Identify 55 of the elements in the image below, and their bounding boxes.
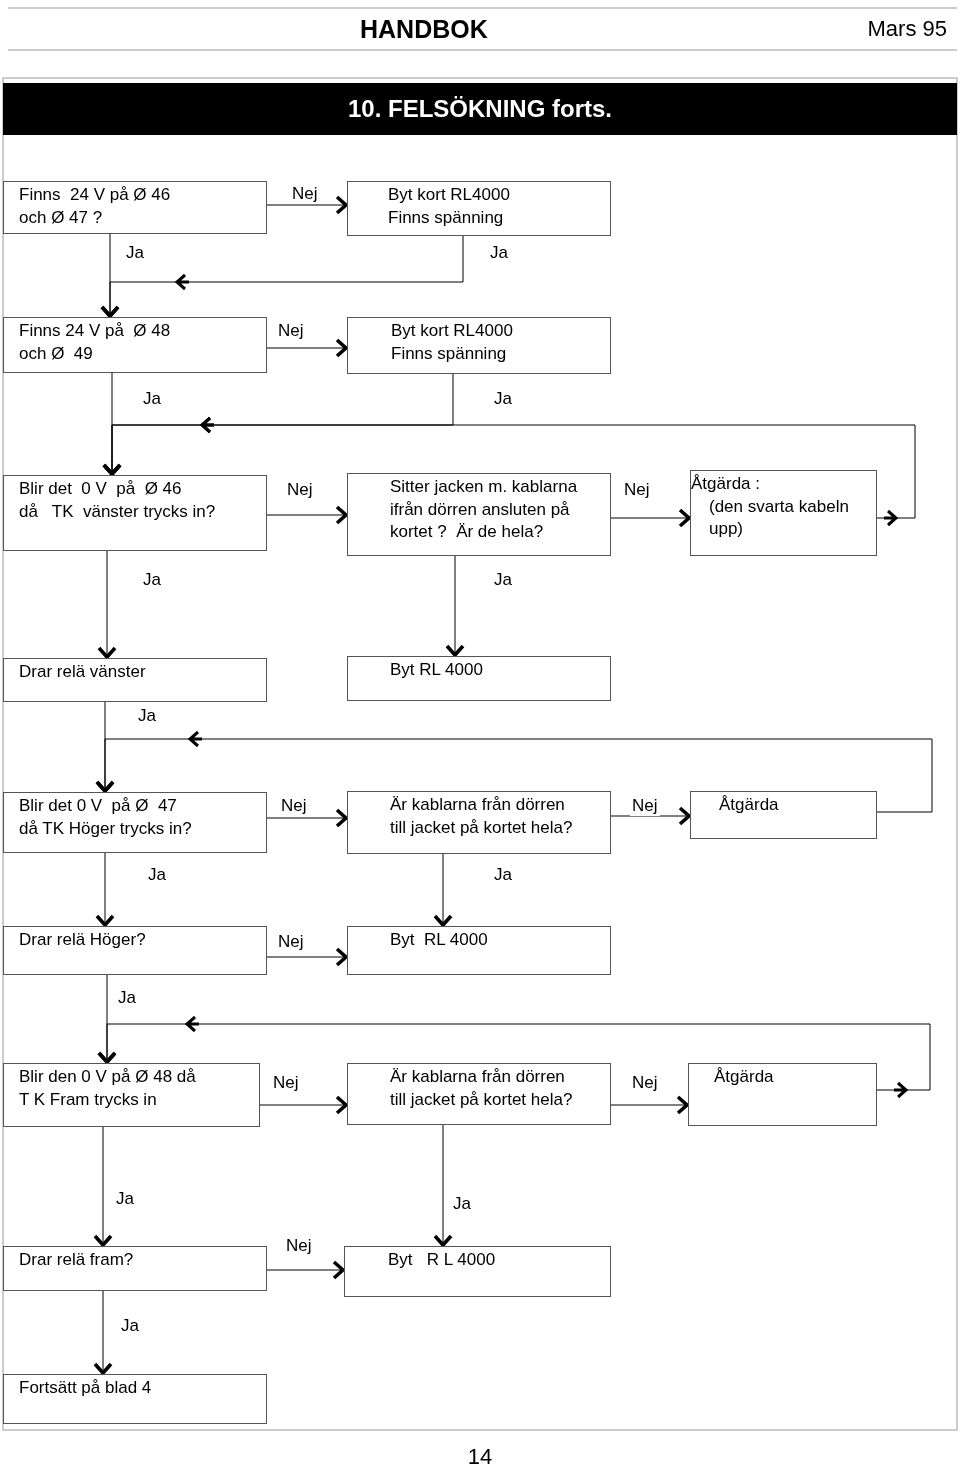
box-text: Finns 24 V på Ø 48 och Ø 49 — [18, 320, 172, 365]
process-box — [347, 791, 611, 854]
process-box — [3, 181, 267, 234]
box-text: Byt RL 4000 — [389, 929, 489, 951]
box-text: Byt kort RL4000 Finns spänning — [387, 184, 511, 229]
process-box — [344, 1246, 611, 1297]
process-box — [3, 475, 267, 551]
title: 10. FELSÖKNING forts. — [346, 95, 613, 123]
process-box — [690, 791, 877, 839]
process-box — [3, 658, 267, 702]
edge-label: Nej — [279, 796, 309, 816]
process-box — [3, 1246, 267, 1291]
edge-label: Nej — [630, 1073, 660, 1093]
edge-label: Nej — [276, 932, 306, 952]
process-box — [347, 1063, 611, 1125]
box-text: Fortsätt på blad 4 — [18, 1377, 153, 1399]
box-text: Byt RL 4000 — [389, 659, 484, 681]
process-box — [688, 1063, 877, 1126]
box-text: Blir den 0 V på Ø 48 då T K Fram trycks in — [18, 1066, 197, 1111]
box-text: Är kablarna från dörren till jacket på kortet hela? — [389, 1066, 574, 1111]
box-text: Är kablarna från dörren till jacket på kortet hela? — [389, 794, 574, 839]
edge-label: Nej — [290, 184, 320, 204]
process-box — [347, 181, 611, 236]
box-text: (den svarta kabeln upp) — [708, 495, 850, 540]
box-text: Åtgärda — [713, 1066, 775, 1088]
box-text: Drar relä fram? — [18, 1249, 135, 1271]
box-text: Sitter jacken m. kablarna ifrån dörren ansluten på kortet ? Är de hela? — [389, 476, 579, 543]
edge-label: Nej — [622, 480, 652, 500]
edge-label: Nej — [271, 1073, 301, 1093]
header-date: Mars 95 — [867, 16, 947, 42]
process-box — [3, 792, 267, 853]
box-text: Drar relä Höger? — [18, 929, 147, 951]
process-box — [347, 317, 611, 374]
process-box — [3, 317, 267, 373]
process-box — [3, 1063, 260, 1127]
box-text: Drar relä vänster — [18, 661, 147, 683]
edge-label: Nej — [285, 480, 315, 500]
box-text: Åtgärda : — [691, 473, 761, 495]
box-text: Blir det 0 V på Ø 47 då TK Höger trycks in? — [18, 795, 193, 840]
box-text: Byt R L 4000 — [387, 1249, 497, 1271]
page-number: 14 — [466, 1444, 494, 1467]
box-text: Finns 24 V på Ø 46 och Ø 47 ? — [18, 184, 172, 229]
header-title: HANDBOK — [360, 15, 488, 44]
process-box — [347, 473, 611, 556]
process-box — [347, 656, 611, 701]
process-box — [3, 926, 267, 975]
box-text: Blir det 0 V på Ø 46 då TK vänster trycks in? — [18, 478, 217, 523]
process-box — [3, 1374, 267, 1424]
edge-label: Nej — [284, 1236, 314, 1256]
edge-label: Nej — [630, 796, 660, 816]
process-box — [690, 470, 877, 556]
box-text: Byt kort RL4000 Finns spänning — [390, 320, 514, 365]
edge-label: Nej — [276, 321, 306, 341]
box-text: Åtgärda — [718, 794, 780, 816]
process-box — [347, 926, 611, 975]
